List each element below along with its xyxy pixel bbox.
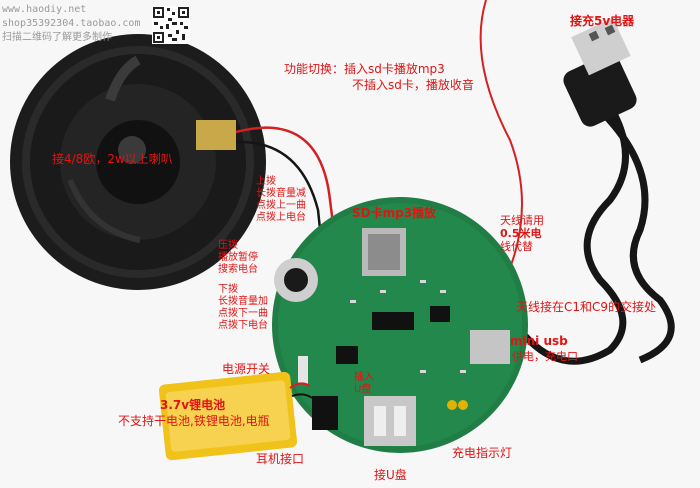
sd-mp3-label: SD卡mp3播放 [352, 206, 437, 220]
watermark-shop: shop35392304.taobao.com [2, 18, 141, 29]
battery-label: 3.7v锂电池 [160, 398, 226, 412]
watermark-scan-text: 扫描二维码了解更多制作 [2, 32, 112, 43]
chip [372, 312, 414, 330]
pcb-board [272, 197, 528, 453]
charge-led-label: 充电指示灯 [452, 446, 513, 460]
dial-up-label: 上拨长拨音量减点拨上一曲点拨上电台 [256, 176, 306, 223]
mini-usb-label: mini usb [510, 334, 568, 348]
earphone-label: 耳机接口 [256, 452, 305, 466]
speaker-label: 接4/8欧，2w以上喇叭 [52, 152, 173, 166]
usb-power-label: 接充5v电器 [570, 14, 635, 28]
watermark-site: www.haodiy.net [2, 4, 87, 15]
battery-note: 不支持干电池,铁锂电池,电瓶 [118, 414, 270, 428]
antenna-tip: 天线请用 0.5米电 线代替 [500, 214, 544, 253]
speaker-wire-red [235, 126, 337, 241]
earphone-jack [312, 396, 338, 430]
usb-a-port [364, 396, 416, 446]
function-switch-line2: 不插入sd卡，播放收音 [352, 78, 474, 92]
battery [158, 371, 313, 461]
antenna-wire [479, 0, 523, 301]
antenna-c1-label: 天线接在C1和C9的交接处 [516, 300, 657, 314]
speaker-wire-black [235, 140, 324, 249]
mini-usb-port [470, 330, 510, 364]
mini-usb-desc: 供电，充电口 [512, 350, 578, 363]
power-switch-label: 电源开关 [222, 362, 271, 376]
qr-code [152, 6, 190, 44]
usb-cable [517, 17, 675, 365]
function-switch-line1: 功能切换：插入sd卡播放mp3 [284, 62, 445, 76]
power-switch [298, 356, 308, 384]
usb-drive-label: 接U盘 [374, 468, 407, 482]
dial-down-label: 下拨长拨音量加点拨下一曲点拨下电台 [218, 284, 268, 331]
dial-press-label: 压拨播放暂停搜索电台 [218, 240, 258, 275]
speaker [10, 34, 266, 290]
